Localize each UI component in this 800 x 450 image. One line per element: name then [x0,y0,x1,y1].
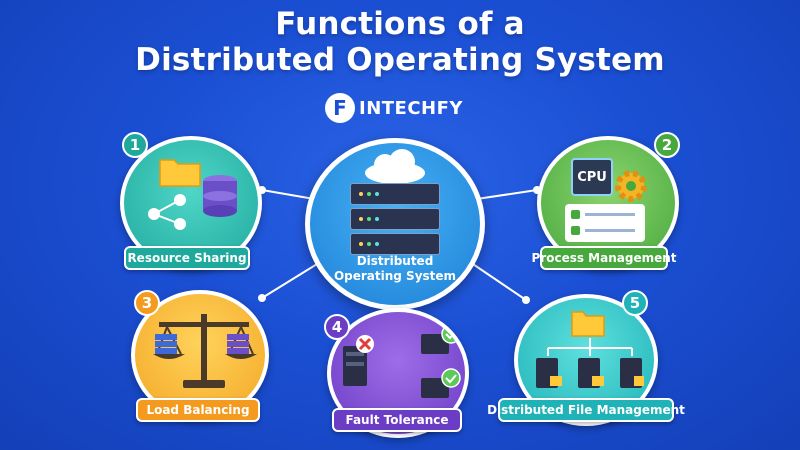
folder-icon [159,159,201,187]
resource-sharing-label: Resource Sharing [124,246,250,270]
distributed-file-management-label: Distributed File Management [487,398,685,422]
checklist-icon [565,204,645,242]
center-label-line-2: Operating System [333,269,457,283]
cpu-chip-icon: CPU [571,158,613,196]
center-label: Distributed Operating System [320,254,470,284]
server-error-icon [343,335,374,386]
badge-3: 3 [134,290,160,316]
fault-tolerance-label: Fault Tolerance [332,408,462,432]
badge-5: 5 [622,290,648,316]
link-dot [533,186,541,194]
cloud-icon [365,149,425,184]
link-dot [258,294,266,302]
server-icon [227,334,249,354]
title-line-1: Functions of a [275,6,525,42]
brand: F INTECHFY [325,92,463,124]
brand-name: INTECHFY [359,97,463,119]
badge-2: 2 [654,132,680,158]
badge-4: 4 [324,314,350,340]
link-dot [522,296,530,304]
title-line-2: Distributed Operating System [135,42,665,78]
database-icon [203,175,237,217]
server-rack-icon [350,183,440,255]
center-node [305,138,485,310]
check-icon [421,368,461,398]
center-label-line-1: Distributed [356,254,434,268]
link-dot [258,186,266,194]
badge-1: 1 [122,132,148,158]
gear-icon [615,170,647,202]
load-balancing-label: Load Balancing [136,398,260,422]
brand-logo: F [325,93,355,123]
folder-icon [571,311,605,337]
link-5 [463,257,527,301]
share-icon [148,194,186,230]
server-icon [536,338,644,388]
process-management-label: Process Management [532,246,677,270]
server-icon [421,324,461,354]
server-icon [155,334,177,354]
